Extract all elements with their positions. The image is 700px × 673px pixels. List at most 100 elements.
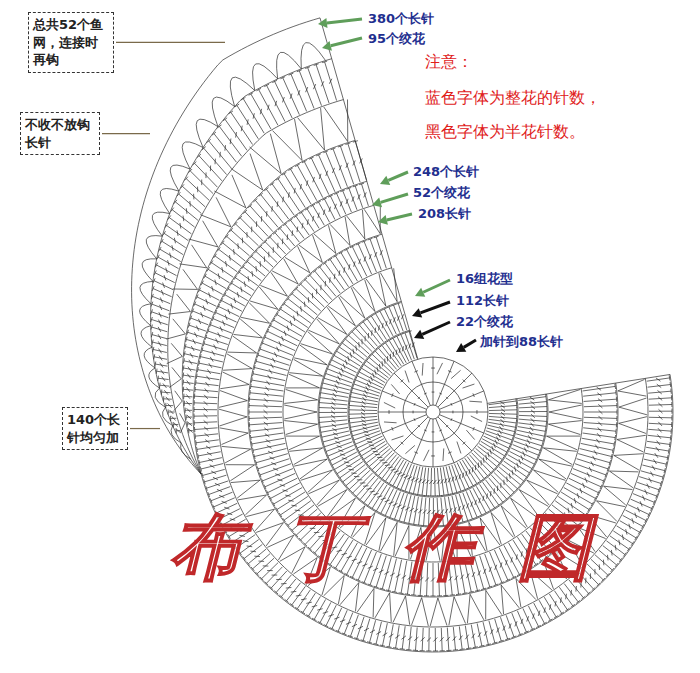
stitch-mark	[271, 483, 300, 498]
stitch-mark	[323, 383, 350, 390]
stitch-mark	[494, 443, 496, 448]
stitch-mark	[362, 362, 365, 366]
stitch-mark	[533, 613, 535, 618]
stitch-mark	[278, 179, 300, 212]
stitch-mark	[227, 287, 230, 291]
stitch-mark	[221, 433, 248, 444]
stitch-mark	[152, 335, 167, 339]
stitch-mark	[327, 366, 329, 371]
stitch-mark	[249, 409, 250, 414]
stitch-mark	[346, 187, 351, 189]
stitch-mark	[364, 390, 367, 394]
stitch-mark	[554, 616, 558, 619]
stitch-mark	[333, 353, 336, 357]
stitch-mark	[223, 321, 225, 326]
stitch-mark	[391, 384, 399, 393]
stitch-mark	[467, 594, 470, 623]
stitch-mark	[408, 637, 412, 641]
stitch-mark	[362, 501, 366, 504]
stitch-mark	[155, 273, 175, 283]
stitch-mark	[313, 205, 325, 225]
stitch-mark	[512, 636, 517, 638]
stitch-mark	[331, 415, 335, 418]
stitch-mark	[598, 427, 602, 431]
stitch-mark	[153, 349, 167, 352]
stitch-mark	[198, 288, 200, 293]
stitch-mark	[546, 436, 580, 437]
stitch-mark	[234, 298, 236, 303]
stitch-mark	[222, 446, 251, 449]
stitch-mark	[536, 625, 541, 627]
stitch-mark	[360, 158, 363, 163]
stitch-mark	[406, 596, 410, 625]
stitch-mark	[365, 461, 368, 465]
stitch-mark	[647, 378, 670, 381]
stitch-mark	[332, 168, 334, 173]
stitch-mark	[333, 255, 337, 258]
stitch-mark	[363, 397, 366, 401]
stitch-mark	[527, 616, 529, 621]
stitch-mark	[546, 419, 547, 424]
stitch-mark	[344, 484, 347, 488]
stitch-mark	[353, 438, 355, 443]
stitch-mark	[359, 183, 364, 185]
stitch-mark	[316, 201, 321, 203]
stitch-mark	[244, 281, 245, 287]
stitch-mark	[359, 259, 361, 264]
stitch-mark	[648, 385, 671, 388]
stitch-mark	[294, 316, 295, 321]
stitch-mark	[201, 464, 223, 469]
stitch-mark	[214, 345, 217, 350]
stitch-mark	[477, 623, 482, 646]
stitch-mark	[313, 177, 315, 182]
stitch-mark	[405, 371, 409, 383]
stitch-mark	[324, 107, 348, 142]
stitch-mark	[645, 518, 647, 523]
stitch-mark	[321, 108, 325, 150]
stitch-mark	[343, 364, 345, 369]
stitch-mark	[253, 371, 254, 376]
stitch-mark	[268, 375, 271, 380]
stitch-mark	[280, 485, 285, 487]
stitch-mark	[335, 349, 338, 353]
stitch-mark	[450, 493, 455, 494]
stitch-mark	[283, 223, 287, 226]
stitch-mark	[446, 637, 450, 641]
stitch-mark	[243, 210, 247, 214]
stitch-mark	[153, 278, 155, 283]
stitch-mark	[361, 368, 385, 383]
stitch-mark	[533, 462, 535, 467]
stitch-mark	[437, 363, 443, 374]
stitch-mark	[603, 479, 605, 484]
stitch-mark	[194, 427, 195, 432]
stitch-mark	[573, 469, 604, 481]
stitch-mark	[569, 478, 599, 492]
stitch-mark	[219, 417, 247, 426]
stitch-mark	[251, 227, 252, 233]
stitch-mark	[180, 413, 185, 422]
stitch-mark	[210, 325, 231, 333]
stitch-mark	[219, 249, 241, 266]
stitch-mark	[335, 256, 352, 284]
stitch-mark	[204, 344, 226, 351]
stitch-mark	[369, 445, 374, 446]
stitch-mark	[288, 192, 290, 197]
stitch-mark	[414, 418, 415, 421]
stitch-mark	[583, 483, 585, 488]
centre-ring	[378, 357, 488, 467]
stitch-mark	[246, 260, 249, 264]
stitch-mark	[360, 366, 363, 370]
stitch-mark	[613, 441, 615, 446]
stitch-mark	[501, 457, 504, 461]
stitch-mark	[433, 419, 434, 467]
stitch-mark	[284, 421, 317, 425]
stitch-mark	[482, 477, 486, 480]
stitch-mark	[318, 490, 347, 507]
stitch-mark	[237, 243, 239, 249]
stitch-mark	[299, 245, 322, 262]
stitch-mark	[350, 422, 378, 427]
stitch-mark	[237, 292, 238, 297]
stitch-mark	[349, 188, 357, 210]
stitch-mark	[394, 305, 404, 331]
stitch-mark	[197, 297, 216, 306]
